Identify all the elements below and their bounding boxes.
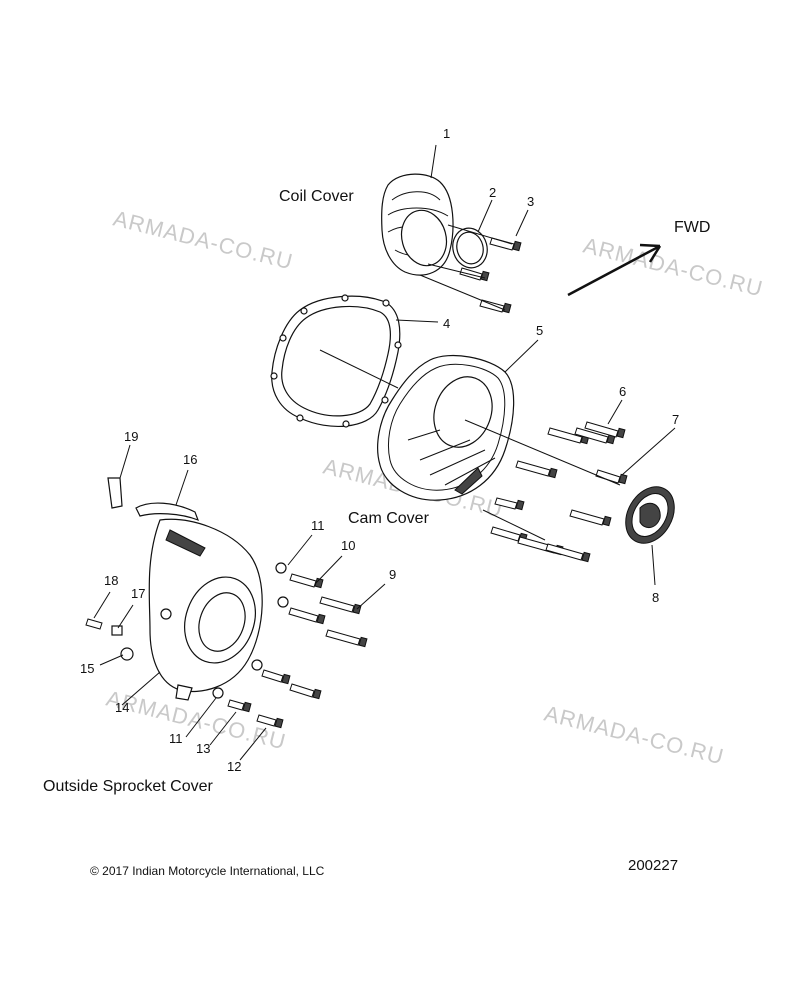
- fwd-label: FWD: [674, 219, 710, 236]
- callout-19: 19: [124, 429, 138, 444]
- callout-14: 14: [115, 700, 129, 715]
- coil-cover-bolts: [459, 237, 522, 314]
- watermark-2: ARMADA-CO.RU: [581, 233, 766, 302]
- copyright-notice: © 2017 Indian Motorcycle International, …: [90, 864, 325, 878]
- gasket-inner: [281, 305, 391, 417]
- callout-11b: 11: [169, 731, 183, 746]
- callout-11a: 11: [311, 518, 325, 533]
- coil-cover-seal-inner: [456, 231, 484, 265]
- gasket-bolt-holes: [270, 294, 402, 428]
- watermark-1: ARMADA-CO.RU: [111, 206, 296, 275]
- callout-numbers: 1 2 3 4 5 6 7 8 9 10 11 11 12 13 14 15 1…: [80, 126, 679, 774]
- sprocket-cover-tab: [175, 684, 193, 701]
- callout-3: 3: [527, 194, 534, 209]
- callout-15: 15: [80, 661, 94, 676]
- cam-cover-assembly: [377, 339, 676, 563]
- callout-17: 17: [131, 586, 145, 601]
- grommet-15: [120, 647, 134, 661]
- callout-8: 8: [652, 590, 659, 605]
- coil-cover-label: Coil Cover: [279, 188, 354, 205]
- spacer-17: [111, 625, 123, 636]
- cam-cover-window: [433, 376, 493, 448]
- callout-9: 9: [389, 567, 396, 582]
- washer-11: [275, 562, 287, 574]
- outside-sprocket-cover-label: Outside Sprocket Cover: [43, 778, 214, 795]
- outside-sprocket-cover-assembly: [85, 444, 386, 761]
- sprocket-cover-top-ribs: [165, 529, 206, 557]
- coil-cover-ribs: [387, 191, 449, 257]
- forward-direction-indicator: FWD: [567, 219, 710, 297]
- callout-2: 2: [489, 185, 496, 200]
- callout-12: 12: [227, 759, 241, 774]
- bracket-16: [135, 502, 200, 522]
- medallion-emblem: [639, 502, 661, 528]
- fwd-arrow-head: [639, 243, 662, 263]
- cam-cover-bolts: [490, 421, 628, 563]
- callout-4: 4: [443, 316, 450, 331]
- callout-13: 13: [196, 741, 210, 756]
- callout-7: 7: [672, 412, 679, 427]
- cam-cover-label: Cam Cover: [348, 510, 430, 527]
- cam-cover-medallion: [625, 486, 675, 586]
- callout-16: 16: [183, 452, 197, 467]
- figure-code: 200227: [628, 857, 678, 874]
- callout-10: 10: [341, 538, 355, 553]
- callout-6: 6: [619, 384, 626, 399]
- sprocket-cover-boss-inner: [198, 592, 246, 652]
- cam-cover-gasket: [270, 294, 439, 428]
- callout-18: 18: [104, 573, 118, 588]
- fwd-arrow-shaft: [567, 244, 661, 297]
- callout-5: 5: [536, 323, 543, 338]
- bracket-19: [107, 477, 123, 509]
- cam-cover-logo-emboss: [454, 467, 483, 495]
- cam-cover-fins: [407, 429, 496, 486]
- callout-1: 1: [443, 126, 450, 141]
- coil-cover-assembly: [381, 144, 529, 314]
- cam-cover-rim: [387, 363, 506, 491]
- watermark-5: ARMADA-CO.RU: [542, 701, 727, 770]
- sprocket-cover-hardware: [85, 562, 368, 729]
